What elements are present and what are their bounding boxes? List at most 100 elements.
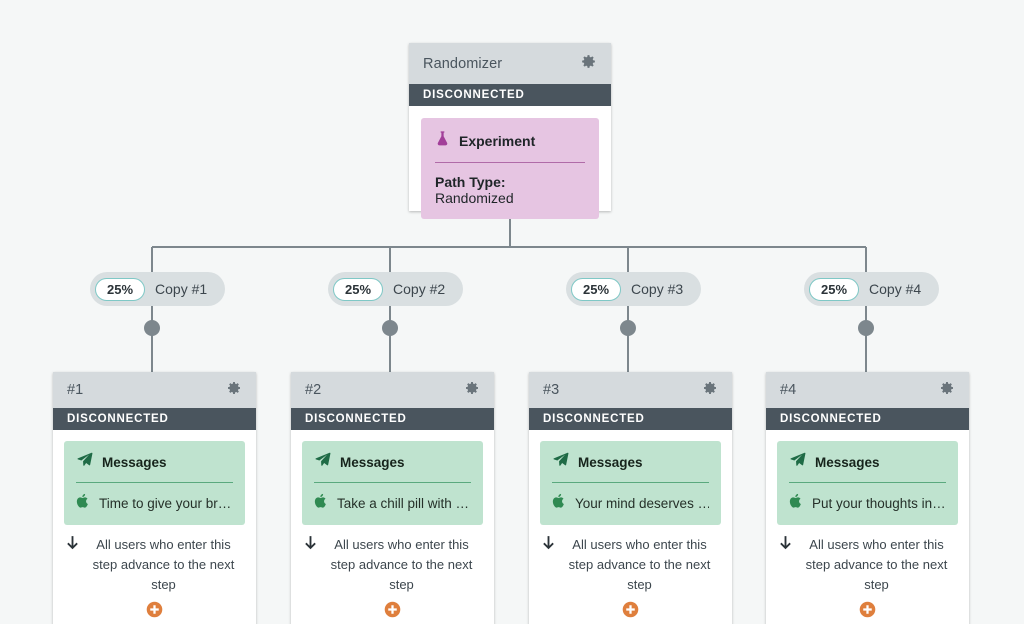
step-node-3[interactable]: #3 DISCONNECTED Messages: [529, 372, 732, 624]
message-preview-row: Put your thoughts in…: [789, 493, 946, 514]
gear-icon[interactable]: [702, 380, 718, 401]
step-title: #2: [305, 382, 322, 398]
messages-divider: [789, 482, 946, 483]
messages-box[interactable]: Messages Your mind deserves …: [540, 441, 721, 525]
messages-box[interactable]: Messages Put your thoughts in…: [777, 441, 958, 525]
step-node-1[interactable]: #1 DISCONNECTED Messages: [53, 372, 256, 624]
advance-text: All users who enter this step advance to…: [568, 537, 711, 592]
branch-percent: 25%: [809, 277, 860, 301]
branch-percent: 25%: [333, 277, 384, 301]
add-step-row: [64, 595, 245, 624]
experiment-box[interactable]: Experiment Path Type: Randomized: [421, 118, 599, 219]
messages-divider: [76, 482, 233, 483]
messages-header: Messages: [789, 451, 946, 473]
plus-circle-icon[interactable]: [146, 601, 163, 623]
advance-note: All users who enter this step advance to…: [777, 525, 958, 595]
advance-text: All users who enter this step advance to…: [330, 537, 473, 592]
step-status-badge: DISCONNECTED: [766, 408, 969, 430]
paper-plane-icon: [789, 451, 806, 473]
step-status-badge: DISCONNECTED: [291, 408, 494, 430]
messages-divider: [314, 482, 471, 483]
branch-pill-2[interactable]: 25% Copy #2: [328, 272, 464, 306]
path-type-value: Randomized: [435, 190, 514, 206]
message-preview: Put your thoughts in…: [812, 496, 946, 511]
step-header: #2: [291, 372, 494, 408]
step-body: Messages Time to give your br…: [53, 430, 256, 624]
advance-text: All users who enter this step advance to…: [805, 537, 948, 592]
paper-plane-icon: [76, 451, 93, 473]
step-title: #4: [780, 382, 797, 398]
message-preview: Time to give your br…: [99, 496, 232, 511]
messages-label: Messages: [102, 454, 167, 470]
branch-label: Copy #4: [869, 281, 922, 297]
apple-icon: [76, 493, 90, 514]
messages-box[interactable]: Messages Take a chill pill with …: [302, 441, 483, 525]
flask-icon: [435, 130, 450, 152]
branch-pill-3[interactable]: 25% Copy #3: [566, 272, 702, 306]
paper-plane-icon: [552, 451, 569, 473]
gear-icon[interactable]: [464, 380, 480, 401]
arrow-down-icon: [304, 536, 317, 556]
add-step-row: [540, 595, 721, 624]
branch-label: Copy #3: [631, 281, 684, 297]
arrow-down-icon: [542, 536, 555, 556]
branch-label: Copy #1: [155, 281, 208, 297]
step-body: Messages Put your thoughts in…: [766, 430, 969, 624]
messages-label: Messages: [340, 454, 405, 470]
messages-header: Messages: [76, 451, 233, 473]
experiment-label: Experiment: [459, 133, 536, 149]
message-preview-row: Take a chill pill with …: [314, 493, 471, 514]
gear-icon[interactable]: [939, 380, 955, 401]
step-header: #4: [766, 372, 969, 408]
messages-box[interactable]: Messages Time to give your br…: [64, 441, 245, 525]
step-node-2[interactable]: #2 DISCONNECTED Messages: [291, 372, 494, 624]
randomizer-node[interactable]: Randomizer DISCONNECTED Experiment: [409, 43, 611, 219]
branch-label: Copy #2: [393, 281, 446, 297]
step-node-4[interactable]: #4 DISCONNECTED Messages: [766, 372, 969, 624]
randomizer-header: Randomizer: [409, 43, 611, 84]
path-type-row: Path Type: Randomized: [435, 174, 585, 206]
add-step-row: [302, 595, 483, 624]
path-type-label: Path Type:: [435, 174, 506, 190]
step-body: Messages Your mind deserves …: [529, 430, 732, 624]
message-preview-row: Time to give your br…: [76, 493, 233, 514]
plus-circle-icon[interactable]: [859, 601, 876, 623]
message-preview: Take a chill pill with …: [337, 496, 470, 511]
message-preview: Your mind deserves …: [575, 496, 709, 511]
advance-text: All users who enter this step advance to…: [92, 537, 235, 592]
apple-icon: [314, 493, 328, 514]
plus-circle-icon[interactable]: [622, 601, 639, 623]
add-step-row: [777, 595, 958, 624]
messages-label: Messages: [578, 454, 643, 470]
apple-icon: [552, 493, 566, 514]
messages-header: Messages: [552, 451, 709, 473]
messages-divider: [552, 482, 709, 483]
apple-icon: [789, 493, 803, 514]
paper-plane-icon: [314, 451, 331, 473]
gear-icon[interactable]: [580, 53, 597, 75]
plus-circle-icon[interactable]: [384, 601, 401, 623]
step-header: #3: [529, 372, 732, 408]
advance-note: All users who enter this step advance to…: [540, 525, 721, 595]
branch-percent: 25%: [95, 277, 146, 301]
step-body: Messages Take a chill pill with …: [291, 430, 494, 624]
branch-percent: 25%: [571, 277, 622, 301]
experiment-header: Experiment: [435, 130, 585, 152]
step-status-badge: DISCONNECTED: [53, 408, 256, 430]
randomizer-title: Randomizer: [423, 55, 503, 72]
step-status-badge: DISCONNECTED: [529, 408, 732, 430]
arrow-down-icon: [779, 536, 792, 556]
advance-note: All users who enter this step advance to…: [64, 525, 245, 595]
randomizer-body: Experiment Path Type: Randomized: [409, 106, 611, 231]
step-title: #3: [543, 382, 560, 398]
branch-pill-4[interactable]: 25% Copy #4: [804, 272, 940, 306]
message-preview-row: Your mind deserves …: [552, 493, 709, 514]
step-title: #1: [67, 382, 84, 398]
messages-label: Messages: [815, 454, 880, 470]
gear-icon[interactable]: [226, 380, 242, 401]
advance-note: All users who enter this step advance to…: [302, 525, 483, 595]
step-header: #1: [53, 372, 256, 408]
messages-header: Messages: [314, 451, 471, 473]
branch-pill-1[interactable]: 25% Copy #1: [90, 272, 226, 306]
